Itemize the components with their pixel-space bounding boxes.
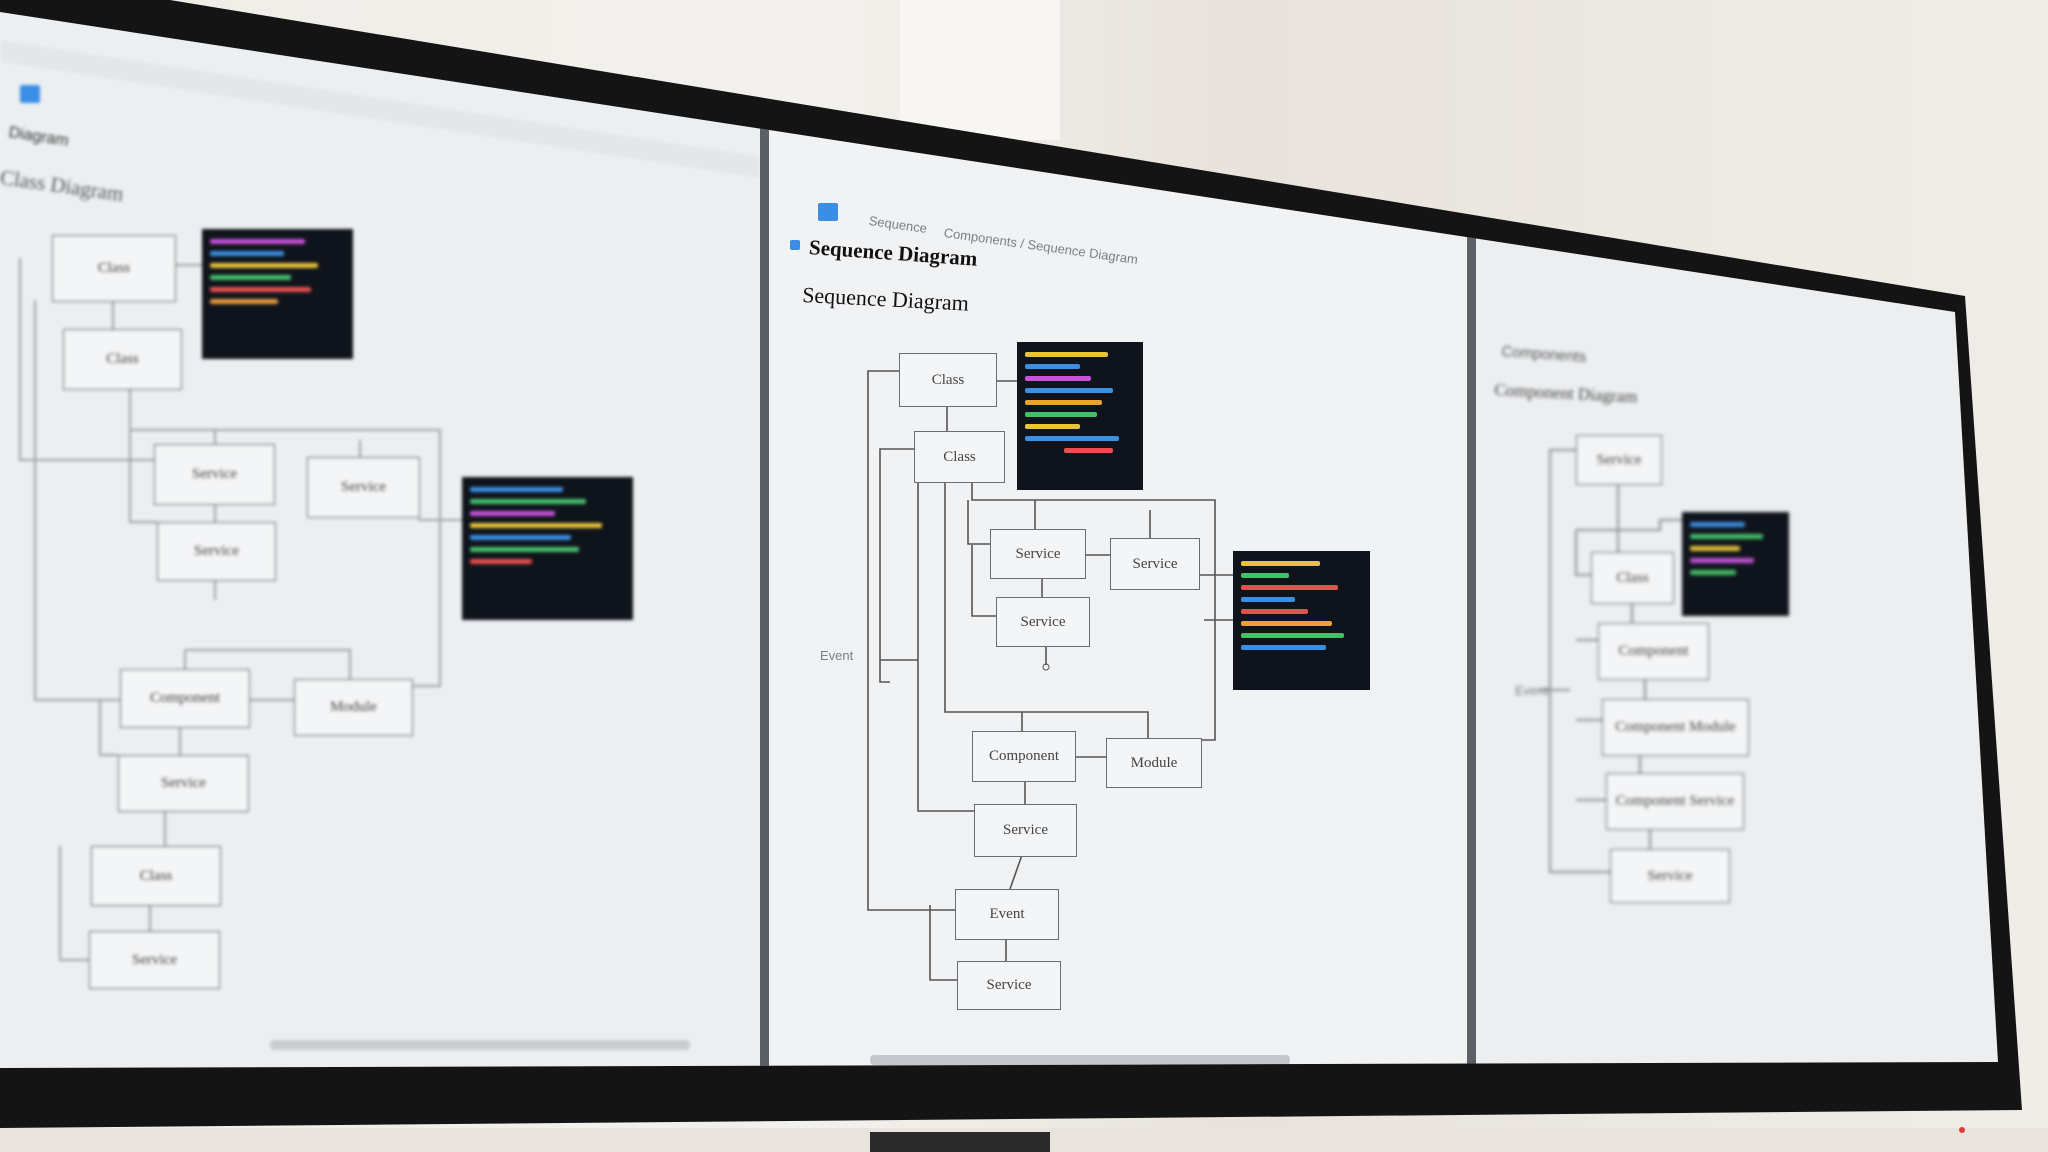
diagram-box[interactable]: Class: [1591, 552, 1674, 604]
diagram-box[interactable]: Module: [1106, 738, 1202, 788]
side-label: Event: [820, 648, 854, 663]
code-snippet: [1017, 342, 1143, 490]
code-line: [1690, 546, 1741, 551]
diagram-box[interactable]: Class: [91, 846, 221, 906]
code-line: [210, 299, 278, 304]
diagram-box[interactable]: Service: [990, 529, 1086, 579]
diagram-box[interactable]: Service: [89, 931, 220, 989]
code-line: [470, 499, 587, 504]
diagram-box[interactable]: Service: [157, 522, 276, 581]
horizontal-scrollbar[interactable]: [270, 1040, 690, 1050]
diagram-box[interactable]: Component Service: [1606, 773, 1744, 830]
bezel-frame: [0, 0, 2022, 1128]
diagram-box[interactable]: Component: [972, 731, 1076, 782]
diagram-box-class[interactable]: Class: [914, 431, 1005, 483]
code-line: [210, 251, 285, 256]
sequence-tab-icon[interactable]: [818, 203, 838, 221]
diagram-box[interactable]: Service: [1610, 849, 1730, 903]
app-icon[interactable]: [20, 85, 40, 103]
code-line: [1241, 585, 1338, 590]
side-label: Event: [1515, 683, 1549, 698]
left-editor-panel: Diagram Class Diagram Class Class Servic…: [0, 12, 762, 1068]
code-line: [470, 523, 602, 528]
diagram-box[interactable]: Component Module: [1602, 699, 1749, 756]
code-line: [470, 547, 579, 552]
code-snippet: [1682, 512, 1789, 616]
diagram-box[interactable]: Service: [1110, 538, 1200, 590]
code-line: [470, 511, 556, 516]
power-led-icon: [1959, 1127, 1965, 1133]
background-window: [900, 0, 1060, 140]
diagram-file-icon: [790, 240, 800, 250]
code-line: [1025, 400, 1102, 405]
code-line: [1063, 448, 1113, 453]
diagram-box[interactable]: Component: [120, 669, 250, 728]
code-line: [1690, 558, 1754, 563]
code-line: [470, 535, 571, 540]
code-line: [1690, 522, 1745, 527]
panel-splitter[interactable]: [760, 12, 769, 1068]
code-line: [1241, 645, 1326, 650]
diagram-box[interactable]: Component: [1598, 623, 1709, 680]
horizontal-scrollbar[interactable]: [870, 1055, 1290, 1065]
code-line: [210, 275, 291, 280]
diagram-box[interactable]: Service: [974, 804, 1077, 857]
code-line: [1025, 436, 1119, 441]
connector-lines: [1540, 449, 1682, 873]
connector-lines: [19, 258, 462, 961]
code-line: [1241, 561, 1320, 566]
diagram-box[interactable]: Service: [1576, 435, 1662, 485]
monitor-stand: [870, 1132, 1050, 1152]
code-line: [1025, 424, 1080, 429]
code-line: [470, 559, 532, 564]
diagram-box[interactable]: Service: [118, 755, 249, 812]
code-line: [1025, 412, 1097, 417]
diagram-box[interactable]: Event: [955, 889, 1059, 940]
diagram-box[interactable]: Class: [52, 235, 176, 302]
diagram-box[interactable]: Module: [294, 679, 413, 736]
code-line: [1241, 597, 1296, 602]
code-snippet: [202, 229, 353, 359]
code-line: [1025, 352, 1108, 357]
code-snippet: [462, 477, 633, 620]
code-line: [1241, 633, 1344, 638]
code-line: [1690, 534, 1763, 539]
code-line: [1241, 609, 1308, 614]
panel-splitter[interactable]: [1467, 12, 1476, 1068]
code-line: [470, 487, 563, 492]
diagram-box[interactable]: Service: [154, 444, 275, 505]
code-line: [1025, 364, 1080, 369]
code-line: [1025, 388, 1113, 393]
diagram-box[interactable]: Service: [996, 597, 1090, 647]
diagram-box[interactable]: Service: [957, 961, 1061, 1010]
code-line: [210, 263, 318, 268]
code-line: [210, 239, 305, 244]
diagram-box-class[interactable]: Class: [899, 353, 997, 407]
code-line: [1690, 570, 1736, 575]
code-line: [1241, 573, 1290, 578]
code-line: [1241, 621, 1332, 626]
code-line: [210, 287, 312, 292]
code-snippet: [1233, 551, 1370, 690]
diagram-box[interactable]: Class: [63, 329, 182, 390]
code-line: [1025, 376, 1091, 381]
diagram-box[interactable]: Service: [307, 457, 420, 518]
